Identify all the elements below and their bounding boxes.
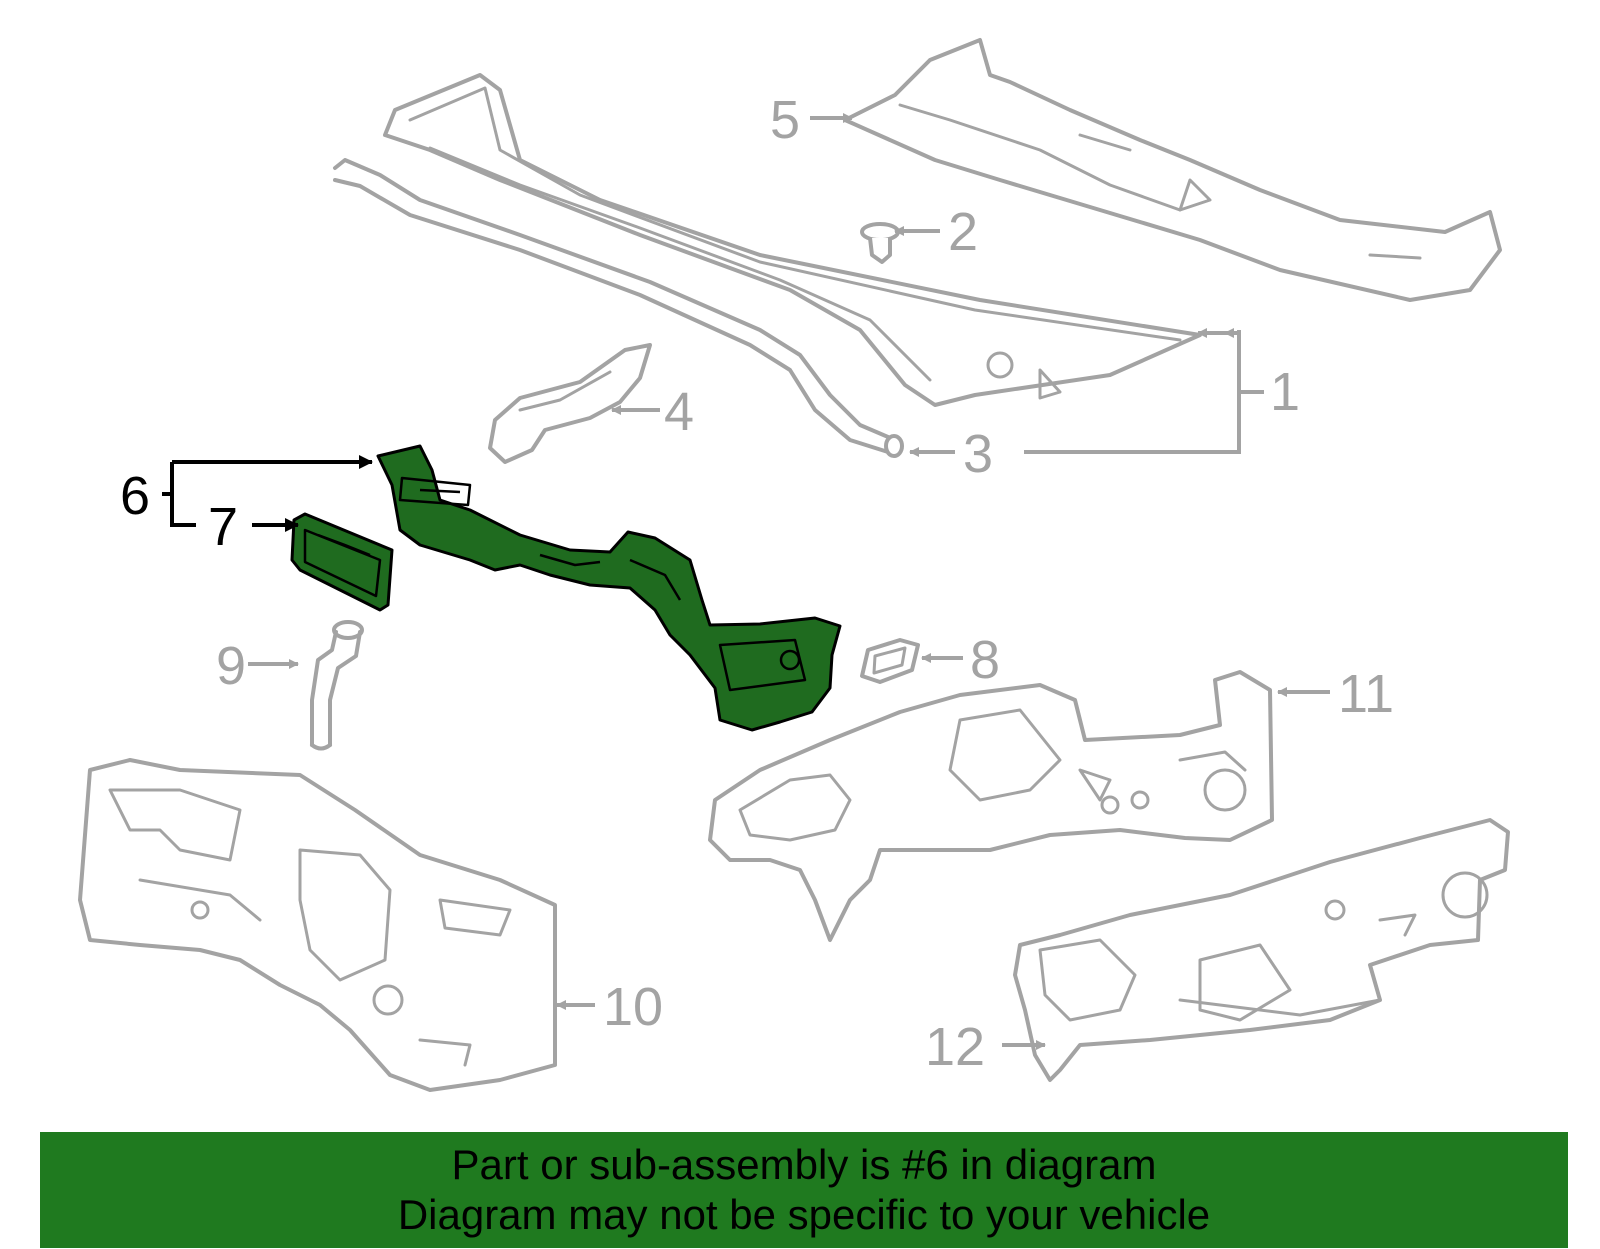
dash-panel-alt2-part — [1013, 818, 1510, 1082]
dash-panel-part — [78, 758, 557, 1092]
callout-12: 12 — [925, 1017, 985, 1077]
callout-5: 5 — [770, 90, 800, 150]
push-clip-part — [860, 222, 900, 264]
callout-6: 6 — [120, 466, 150, 526]
footer-banner: Part or sub-assembly is #6 in diagram Di… — [40, 1132, 1568, 1248]
callout-11: 11 — [1338, 664, 1394, 724]
callout-8: 8 — [970, 630, 1000, 690]
callout-10: 10 — [603, 977, 663, 1037]
dash-panel-alt-part — [708, 670, 1274, 942]
plug-part — [860, 638, 920, 684]
footer-line-part-number: Part or sub-assembly is #6 in diagram — [451, 1141, 1157, 1188]
sub-panel-part — [290, 512, 394, 612]
callout-4: 4 — [664, 382, 694, 442]
highlighted-panel-part — [376, 444, 842, 732]
cowl-cover-part — [843, 38, 1502, 302]
leader-lines — [162, 113, 1330, 1050]
seal-strip-part — [333, 158, 904, 458]
callout-9: 9 — [216, 636, 246, 696]
cowl-panel-part — [383, 73, 1202, 407]
callout-2: 2 — [948, 202, 978, 262]
bracket-part — [488, 343, 652, 464]
hose-part — [310, 620, 364, 751]
callout-7: 7 — [208, 497, 238, 557]
footer-line-disclaimer: Diagram may not be specific to your vehi… — [397, 1191, 1211, 1238]
callout-1: 1 — [1270, 362, 1300, 422]
callout-3: 3 — [963, 424, 993, 484]
